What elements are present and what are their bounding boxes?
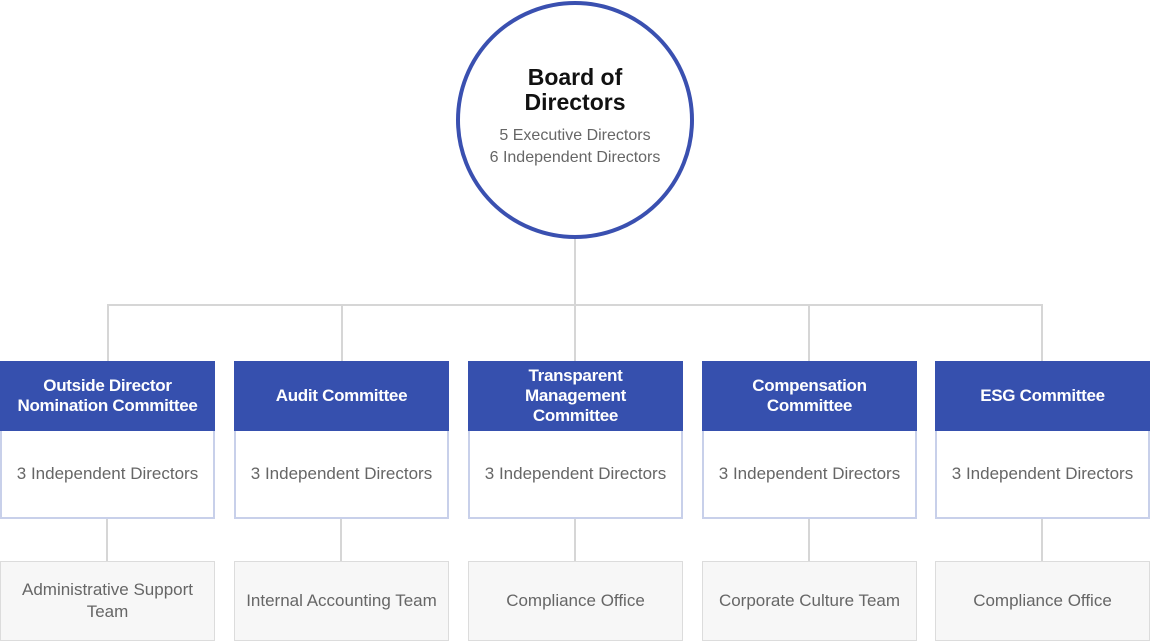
connector-branch [808,304,810,362]
connector-branch [574,304,576,362]
committee-members: 3 Independent Directors [468,431,683,519]
support-team: Compliance Office [935,561,1150,641]
connector-branch [107,304,109,362]
support-team: Compliance Office [468,561,683,641]
connector-team [1041,519,1043,561]
committee-members: 3 Independent Directors [935,431,1150,519]
connector-branch [341,304,343,362]
committee-members: 3 Independent Directors [0,431,215,519]
connector-team [340,519,342,561]
committee-name: Audit Committee [234,361,449,431]
committee-name: Outside Director Nomination Committee [0,361,215,431]
committee-name: Transparent Management Committee [468,361,683,431]
committee-column: Outside Director Nomination Committee 3 … [0,361,215,641]
committee-name: Compensation Committee [702,361,917,431]
connector-trunk [574,230,576,306]
connector-team [808,519,810,561]
support-team: Corporate Culture Team [702,561,917,641]
connector-team [106,519,108,561]
committee-name: ESG Committee [935,361,1150,431]
committee-column: Audit Committee 3 Independent Directors … [234,361,449,641]
support-team: Internal Accounting Team [234,561,449,641]
committee-members: 3 Independent Directors [234,431,449,519]
committee-members: 3 Independent Directors [702,431,917,519]
committee-column: Transparent Management Committee 3 Indep… [468,361,683,641]
connector-branch [1041,304,1043,362]
connector-team [574,519,576,561]
committee-column: Compensation Committee 3 Independent Dir… [702,361,917,641]
committee-column: ESG Committee 3 Independent Directors Co… [935,361,1150,641]
support-team: Administrative Support Team [0,561,215,641]
